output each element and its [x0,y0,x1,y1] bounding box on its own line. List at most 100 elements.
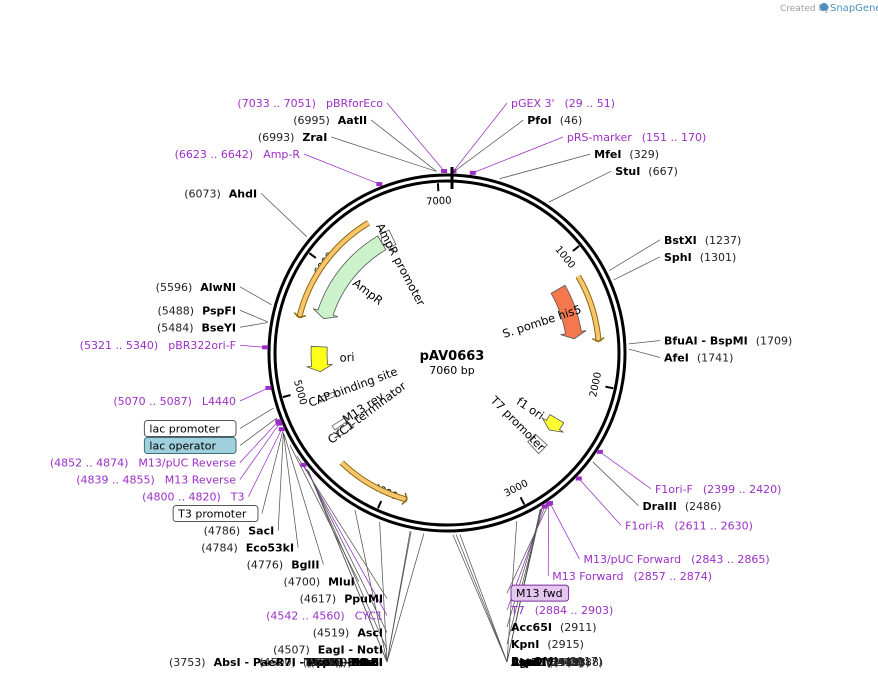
enzyme-position: (4502) [308,656,345,669]
leader-line [548,170,612,203]
primer-label[interactable]: (4542 .. 4560)CYC1 [266,610,383,623]
primer-label[interactable]: M13 Forward(2857 .. 2874) [552,570,712,583]
enzyme-label[interactable]: (4500)TspMI - XmaI [259,656,383,669]
enzyme-label[interactable]: (4502)SmaI [308,656,383,669]
enzyme-label[interactable]: KpnI(2915) [511,638,584,651]
enzyme-label[interactable]: (5596)AlwNI [156,281,236,294]
enzyme-label[interactable]: BbsI(3473) [511,656,582,669]
enzyme-label[interactable]: (4507)EagI - NotI [273,644,383,657]
enzyme-label[interactable]: (6073)AhdI [184,187,257,200]
leader-line [472,136,564,174]
plasmid-name: pAV0663 [420,349,485,364]
primer-label[interactable]: (5070 .. 5087)L4440 [113,395,236,408]
enzyme-label[interactable]: PfoI(46) [527,114,582,127]
enzyme-position: (5484) [157,321,194,334]
enzyme-name: KpnI [511,638,539,651]
enzyme-position: (3473) [546,656,583,669]
leader-line [306,468,388,633]
enzyme-label[interactable]: (3759)SalI [315,656,383,669]
primer-label[interactable]: M13/pUC Forward(2843 .. 2865) [583,553,769,566]
enzyme-label[interactable]: (4776)BglII [247,559,320,572]
primer-label[interactable]: (4852 .. 4874)M13/pUC Reverse [50,457,236,470]
enzyme-label[interactable]: (4519)AscI [313,627,383,640]
feature-s-pombe-his5 [550,284,587,340]
enzyme-label[interactable]: ApaI(2921) [511,656,583,669]
primer-label[interactable]: (4800 .. 4820)T3 [142,491,244,504]
enzyme-label[interactable]: FspAI(3493) [511,656,590,669]
leader-line [239,322,268,328]
enzyme-label[interactable]: (4786)SacI [204,525,275,538]
enzyme-position: (6993) [258,131,295,144]
enzyme-position: (667) [648,165,678,178]
enzyme-label[interactable]: (4126)BstBI [306,656,383,669]
enzyme-label[interactable]: (5488)PspFI [158,304,236,317]
enzyme-name: BfuAI - BspMI [664,335,748,348]
primer-label[interactable]: pGEX 3'(29 .. 51) [511,97,615,110]
enzyme-label[interactable]: (6993)ZraI [258,131,328,144]
leader-line [239,387,269,402]
enzyme-label[interactable]: (6995)AatII [293,114,367,127]
primer-label[interactable]: (7033 .. 7051)pBRforEco [237,97,383,110]
boxed-label-t3-promoter[interactable]: T3 promoter [177,508,247,521]
enzyme-name: BstZ17I [511,656,559,669]
feature-ori [306,345,333,373]
enzyme-label[interactable]: BstXI(1237) [664,234,741,247]
enzyme-label[interactable]: (5484)BseYI [157,321,236,334]
enzyme-label[interactable]: (4700)MluI [284,576,355,589]
enzyme-name: AlwNI [200,281,236,294]
enzyme-label[interactable]: SwaI(2926) [511,656,585,669]
leader-line [248,428,283,497]
enzyme-label[interactable]: BfuAI - BspMI(1709) [664,335,792,348]
leader-line [260,193,308,238]
enzyme-label[interactable]: (3673)BbvCI [303,656,383,669]
enzyme-label[interactable]: BstZ17I(3088) [511,656,603,669]
enzyme-label[interactable]: StuI(667) [615,165,678,178]
primer-label[interactable]: (4839 .. 4855)M13 Reverse [76,474,236,487]
primer-label[interactable]: (6623 .. 6642)Amp-R [175,148,301,161]
primer-label[interactable]: F1ori-R(2611 .. 2630) [625,519,753,532]
primer-range: (4852 .. 4874) [50,457,129,470]
leader-line [239,417,278,446]
primer-label[interactable]: T7(2884 .. 2903) [510,604,613,617]
enzyme-position: (5488) [158,304,195,317]
enzyme-name: AbsI - PaeR7I - PspXI - XhoI [214,656,383,669]
enzyme-label[interactable]: (3753)AbsI - PaeR7I - PspXI - XhoI [169,656,383,669]
enzyme-name: BstXI [664,234,697,247]
primer-range: (6623 .. 6642) [175,148,254,161]
enzyme-name: SphI [664,251,692,264]
enzyme-name: SacI [248,525,274,538]
enzyme-label[interactable]: AfeI(1741) [664,352,733,365]
leader-line [239,421,279,463]
boxed-label-lac-operator[interactable]: lac operator [149,440,216,453]
primer-range: (151 .. 170) [642,131,707,144]
primer-label[interactable]: (5321 .. 5340) pBR322ori-F [80,339,236,352]
leader-line [628,340,661,345]
enzyme-position: (3450) [547,656,584,669]
primer-name: pBR322ori-F [168,339,236,352]
feature-label: ori [339,350,355,365]
primer-name: F1ori-F [655,483,693,496]
leader-line [379,522,388,663]
enzyme-label[interactable]: (3956)MscI [310,656,383,669]
primer-site-mark [275,419,282,424]
enzyme-label[interactable]: AgeI(3450) [511,656,584,669]
boxed-label-lac-promoter[interactable]: lac promoter [149,423,220,436]
primer-name: T7 [510,604,525,617]
primer-label[interactable]: pRS-marker(151 .. 170) [567,131,706,144]
primer-label[interactable]: F1ori-F(2399 .. 2420) [655,483,782,496]
boxed-label-bg [510,584,570,602]
tick-label: 5000 [291,379,308,406]
primer-range: (5321 .. 5340) [80,339,159,352]
enzyme-label[interactable]: (4784)Eco53kI [201,542,294,555]
tick-label: 3000 [502,478,530,499]
enzyme-name: SalI [360,656,383,669]
enzyme-label[interactable]: PspOMI(2917) [511,655,602,668]
enzyme-label[interactable]: MfeI(329) [594,148,659,161]
enzyme-label[interactable]: DraIII(2486) [643,500,722,513]
enzyme-label[interactable]: Acc65I(2911) [511,621,597,634]
boxed-label-m13-fwd[interactable]: M13 fwd [516,587,563,600]
enzyme-position: (4784) [201,542,238,555]
enzyme-label[interactable]: SphI(1301) [664,251,736,264]
enzyme-label[interactable]: (4617)PpuMI [300,593,383,606]
